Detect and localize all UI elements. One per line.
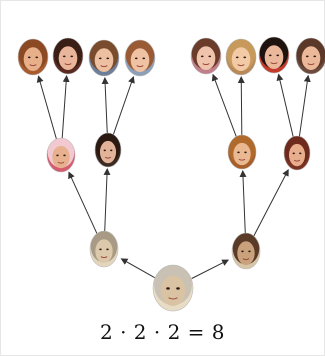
arrow-to-mother-3-portrait xyxy=(239,169,247,236)
arrow-to-child-8-portrait xyxy=(298,74,311,139)
mother-1-portrait xyxy=(46,137,76,173)
arrow-to-child-1-portrait xyxy=(36,75,58,141)
arrow-to-child-3-portrait xyxy=(101,76,109,136)
child-1-portrait xyxy=(17,38,49,76)
arrow-to-child-7-portrait xyxy=(276,73,295,139)
grandmother-right-portrait xyxy=(231,232,261,270)
great-grandmother-portrait xyxy=(152,264,194,312)
arrow-to-grandmother-left-portrait xyxy=(120,258,155,279)
arrow-to-mother-1-portrait xyxy=(68,171,98,235)
child-3-portrait xyxy=(88,39,120,77)
child-8-portrait xyxy=(295,37,325,75)
arrow-to-child-5-portrait xyxy=(211,73,238,139)
ancestry-arrows xyxy=(36,73,311,279)
arrow-to-child-4-portrait xyxy=(112,75,135,136)
arrow-to-mother-2-portrait xyxy=(103,167,111,234)
grandmother-left-portrait xyxy=(89,230,119,268)
child-2-portrait xyxy=(52,37,84,75)
child-7-portrait xyxy=(258,36,290,74)
portrait-nodes xyxy=(17,36,325,312)
mother-4-portrait xyxy=(283,135,311,171)
child-5-portrait xyxy=(190,37,222,75)
mother-3-portrait xyxy=(227,134,257,170)
mother-2-portrait xyxy=(94,132,122,168)
child-4-portrait xyxy=(124,39,156,77)
arrow-to-child-6-portrait xyxy=(237,75,245,138)
arrow-to-child-2-portrait xyxy=(61,74,70,141)
arrow-to-grandmother-right-portrait xyxy=(191,259,230,279)
child-6-portrait xyxy=(225,38,257,76)
equation-label: 2 · 2 · 2 = 8 xyxy=(99,320,225,344)
arrow-to-mother-4-portrait xyxy=(252,168,289,238)
